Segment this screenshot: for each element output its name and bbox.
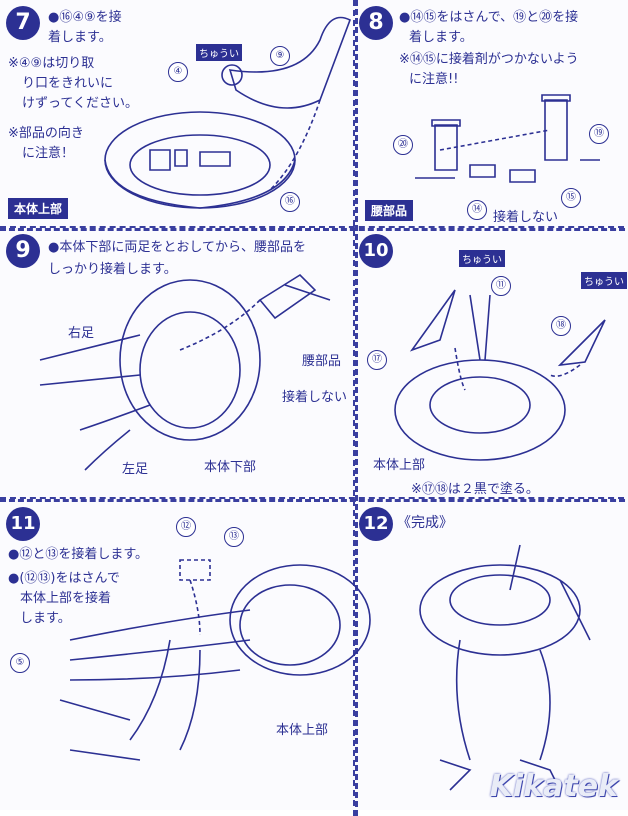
- caution-callout: ちゅうい: [196, 44, 242, 61]
- part-number: ⑪: [491, 276, 511, 296]
- left-leg-label: 左足: [122, 462, 149, 477]
- step-text-line: ●⑭⑮をはさんで、⑲と⑳を接: [399, 10, 579, 25]
- part-number: ⑲: [589, 124, 609, 144]
- divider-h2: [0, 497, 628, 502]
- part-number: ⑱: [551, 316, 571, 336]
- step-text-line: ●本体下部に両足をとおしてから、腰部品を: [48, 240, 306, 255]
- step-text-line: けずってください。: [22, 96, 138, 111]
- divider-h1: [0, 226, 628, 231]
- step-text-line: ※④⑨は切り取: [8, 56, 95, 71]
- paint-note: ※⑰⑱は２黒で塗る。: [411, 482, 539, 497]
- step-text-line: ●⑫と⑬を接着します。: [8, 547, 149, 562]
- caution-callout: ちゅうい: [459, 250, 505, 267]
- step-11-panel: 11 ●⑫と⑬を接着します。 ●(⑫⑬)をはさんで 本体上部を接着 します。 ⑫…: [0, 499, 353, 810]
- waist-label: 腰部品: [302, 354, 342, 369]
- no-glue-label: 接着しない: [493, 210, 559, 225]
- right-leg-label: 右足: [68, 326, 95, 341]
- step-text-line: ※部品の向き: [8, 126, 84, 141]
- step-text-line: に注意！: [22, 146, 75, 161]
- step-number: 7: [6, 6, 40, 40]
- upper-body-label: 本体上部: [276, 723, 329, 738]
- upper-body-label: 本体上部: [373, 458, 426, 473]
- step-number: 11: [6, 507, 40, 541]
- step-text-line: 着します。: [48, 30, 112, 45]
- part-number: ⑰: [367, 350, 387, 370]
- no-glue-label: 接着しない: [282, 390, 348, 405]
- part-number: ⑬: [224, 527, 244, 547]
- section-tag: 腰部品: [365, 200, 414, 221]
- section-tag: 本体上部: [8, 198, 69, 219]
- step-text-line: 本体上部を接着: [20, 591, 112, 606]
- step-number: 9: [6, 234, 40, 268]
- caution-callout: ちゅうい: [581, 272, 627, 289]
- completion-title: 《完成》: [397, 515, 453, 531]
- step-text-line: ●⑯④⑨を接: [48, 10, 122, 25]
- part-number: ⑫: [176, 517, 196, 537]
- step-10-panel: 10 ⑪ ⑰ ⑱ ちゅうい ちゅうい 本体上部 ※⑰⑱は２黒で塗る。: [355, 228, 628, 497]
- part-number: ④: [168, 62, 188, 82]
- lower-body-label: 本体下部: [204, 460, 257, 475]
- step-12-panel: 12 《完成》: [355, 499, 628, 810]
- part-number: ⑤: [10, 653, 30, 673]
- step-text-line: ●(⑫⑬)をはさんで: [8, 571, 120, 586]
- watermark-logo: Kikatek: [489, 769, 618, 804]
- step-number: 8: [359, 6, 393, 40]
- part-number: ⑯: [280, 192, 300, 212]
- step-number: 12: [359, 507, 393, 541]
- step-text-line: しっかり接着します。: [48, 262, 177, 277]
- part-number: ⑳: [393, 135, 413, 155]
- step-text-line: り口をきれいに: [22, 76, 114, 91]
- step-text-line: します。: [20, 611, 71, 626]
- step-9-panel: 9 ●本体下部に両足をとおしてから、腰部品を しっかり接着します。 右足 腰部品…: [0, 228, 353, 497]
- step-7-panel: 7 ●⑯④⑨を接 着します。 ※④⑨は切り取 り口をきれいに けずってください。…: [0, 0, 353, 226]
- step-number: 10: [359, 234, 393, 268]
- step-text-line: 着します。: [409, 30, 473, 45]
- step-text-line: に注意!!: [409, 72, 459, 87]
- step-8-panel: 8 ●⑭⑮をはさんで、⑲と⑳を接 着します。 ※⑭⑮に接着剤がつかないよう に注…: [355, 0, 628, 226]
- part-number: ⑨: [270, 46, 290, 66]
- part-number: ⑭: [467, 200, 487, 220]
- part-number: ⑮: [561, 188, 581, 208]
- step-text-line: ※⑭⑮に接着剤がつかないよう: [399, 52, 579, 67]
